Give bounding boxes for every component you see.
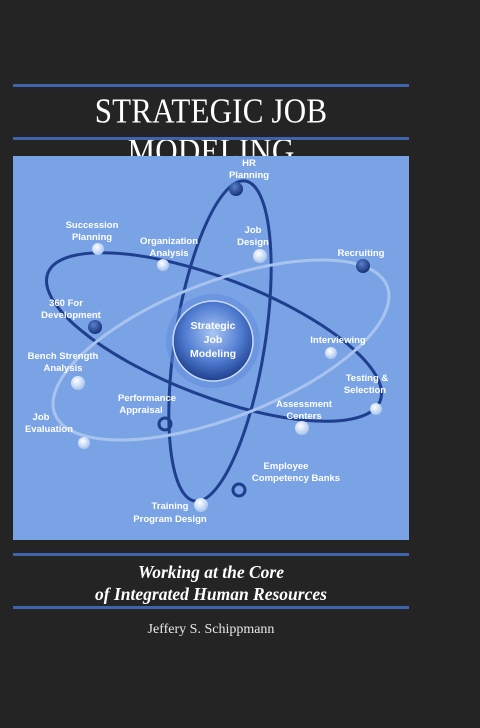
label-perf-appraisal-2: Appraisal [119, 405, 162, 416]
label-perf-appraisal-1: Performance [118, 393, 176, 404]
orbit-ascending [51, 258, 391, 442]
label-training-1: Training [152, 501, 189, 512]
top-rule-2 [13, 137, 409, 140]
label-job-design-1: Job [245, 225, 262, 236]
label-interviewing: Interviewing [310, 335, 366, 346]
bottom-rule-1 [13, 553, 409, 556]
node-testing-selection [370, 403, 382, 415]
atom-diagram: Strategic Job Modeling HR Planning Succe… [25, 158, 391, 525]
node-bench-strength [71, 376, 85, 390]
label-org-analysis-1: Organization [140, 236, 198, 247]
label-hr-planning-2: Planning [229, 170, 269, 181]
label-job-evaluation-1: Job [33, 412, 50, 423]
label-testing-1: Testing & [346, 373, 389, 384]
node-organization-analysis [157, 259, 169, 271]
book-subtitle: Working at the Core of Integrated Human … [13, 561, 409, 605]
node-hr-planning [229, 182, 243, 196]
core-label-2: Job [204, 334, 223, 346]
node-job-evaluation [78, 437, 90, 449]
subtitle-line-1: Working at the Core [137, 562, 284, 582]
node-performance-appraisal [157, 416, 173, 432]
label-assessment-2: Centers [286, 411, 321, 422]
node-employee-competency [231, 482, 247, 498]
label-360-1: 360 For [49, 298, 83, 309]
node-assessment-centers [295, 421, 309, 435]
label-bench-strength-2: Analysis [43, 363, 82, 374]
orbit-descending [44, 251, 384, 423]
label-job-design-2: Design [237, 237, 269, 248]
node-training-design [194, 498, 208, 512]
label-assessment-1: Assessment [276, 399, 333, 410]
node-recruiting [356, 259, 370, 273]
node-job-design [253, 249, 267, 263]
node-interviewing [325, 347, 337, 359]
label-employee-1: Employee [264, 461, 309, 472]
label-employee-2: Competency Banks [252, 473, 340, 484]
book-author: Jeffery S. Schippmann [147, 622, 275, 637]
core-label-1: Strategic [191, 320, 236, 332]
label-training-2: Program Design [133, 514, 207, 525]
label-succession-2: Planning [72, 232, 112, 243]
cover-illustration: Strategic Job Modeling HR Planning Succe… [13, 156, 409, 540]
core-sphere [172, 300, 254, 382]
subtitle-line-2: of Integrated Human Resources [95, 584, 327, 604]
top-rule-1 [13, 84, 409, 87]
node-360-development [88, 320, 102, 334]
label-job-evaluation-2: Evaluation [25, 424, 73, 435]
label-hr-planning-1: HR [242, 158, 256, 169]
node-succession-planning [92, 243, 104, 255]
label-360-2: Development [41, 310, 101, 321]
label-bench-strength-1: Bench Strength [28, 351, 99, 362]
label-testing-2: Selection [344, 385, 386, 396]
label-succession-1: Succession [66, 220, 119, 231]
bottom-rule-2 [13, 606, 409, 609]
core-label-3: Modeling [190, 348, 236, 360]
label-recruiting: Recruiting [338, 248, 385, 259]
label-org-analysis-2: Analysis [149, 248, 188, 259]
